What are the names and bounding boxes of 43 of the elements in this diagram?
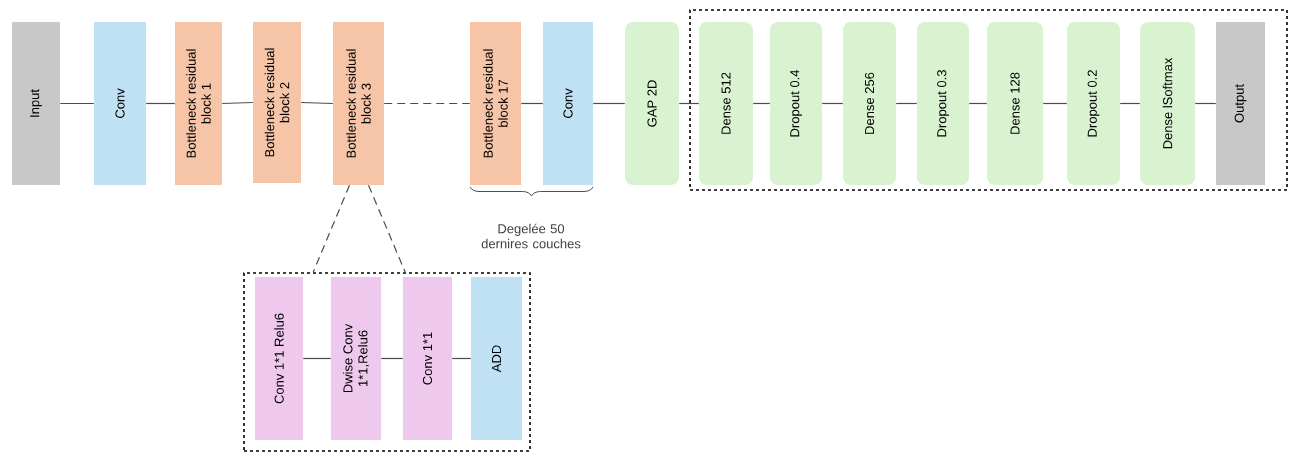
dense-box: GAP 2D — [625, 22, 679, 185]
dense-box: Dense 512 — [699, 22, 753, 185]
connector-line — [145, 102, 176, 105]
connector-line — [678, 102, 700, 105]
connector-line — [302, 357, 332, 360]
dense-box: Dense 128 — [987, 22, 1043, 185]
connector-line — [1042, 102, 1068, 105]
connector-line — [451, 357, 472, 360]
conv-box: ADD — [471, 277, 522, 440]
block-box: Bottleneck residual block 1 — [175, 22, 222, 185]
connector-line — [1194, 102, 1217, 105]
dashed-group-box — [689, 9, 1288, 191]
layer-box: Output — [1216, 22, 1265, 185]
dense-box: Dropout 0.4 — [770, 22, 822, 185]
connector-line — [821, 102, 844, 105]
connector-line — [312, 184, 351, 273]
connector-line — [59, 102, 95, 105]
conv-box: Dwise Conv 1*1,Relu6 — [331, 277, 381, 440]
connector-line — [367, 184, 406, 273]
dashed-group-box — [243, 272, 531, 452]
conv-box: Conv — [94, 22, 146, 185]
layer-box: Input — [12, 22, 60, 185]
conv-box: Conv 1*1 — [403, 277, 452, 440]
dense-box: Dropout 0.2 — [1067, 22, 1120, 185]
block-box: Bottleneck residual block 3 — [333, 22, 384, 185]
connector-line — [752, 102, 771, 105]
dense-box: Dropout 0.3 — [917, 22, 969, 185]
conv-box: Conv — [543, 22, 593, 185]
connector-line — [968, 102, 988, 105]
connector-line — [1119, 102, 1141, 105]
dense-box: Dense 256 — [843, 22, 896, 185]
connector-line — [520, 102, 544, 105]
connector-line — [300, 101, 334, 105]
connector-line — [380, 357, 404, 360]
connector-line — [221, 101, 254, 105]
block-box: Bottleneck residual block 2 — [253, 22, 301, 183]
brace-note: Degelée 50 dernires couches — [481, 223, 581, 249]
block-box: Bottleneck residual block 17 — [470, 22, 521, 185]
connector-line — [895, 102, 918, 105]
connector-line — [383, 102, 471, 105]
conv-box: Conv 1*1 Relu6 — [255, 277, 303, 440]
dense-box: Dense lSoftmax — [1140, 22, 1195, 185]
connector-line — [592, 102, 626, 105]
